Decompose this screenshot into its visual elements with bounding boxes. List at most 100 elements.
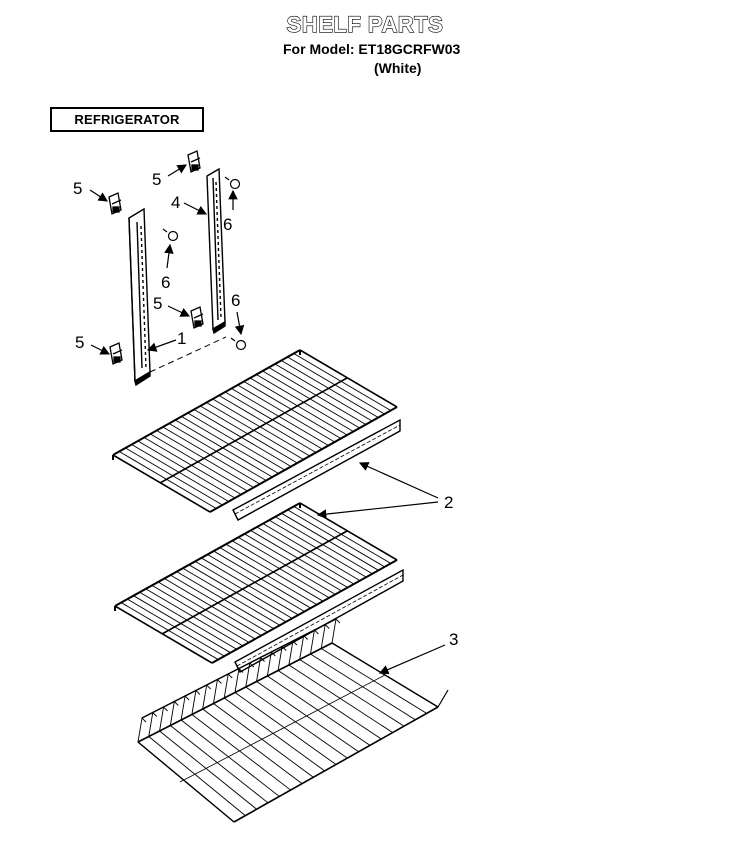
callout-number: 6 <box>231 291 240 310</box>
basket-wire <box>137 741 235 823</box>
shelf-support-rail-left <box>128 207 151 387</box>
section-label-text: REFRIGERATOR <box>74 112 180 127</box>
basket-wire <box>191 714 291 791</box>
wire-basket-shelf <box>137 618 449 823</box>
shelf-wire <box>127 598 225 657</box>
basket-wire <box>288 664 393 733</box>
wire-shelf-upper <box>112 349 401 521</box>
shelf-wire <box>168 423 267 481</box>
model-number: For Model: ET18GCRFW03 <box>283 41 461 57</box>
basket-wire <box>277 670 382 740</box>
shelf-wire <box>212 398 310 457</box>
basket-wire <box>213 703 314 778</box>
basket-wire <box>148 736 246 816</box>
shelf-wire <box>157 581 256 640</box>
shelf-wire <box>188 564 287 623</box>
shelf-wire <box>268 367 367 425</box>
shelf-wire <box>213 550 311 609</box>
shelf-wire <box>139 591 237 650</box>
shelf-wire <box>275 516 373 575</box>
shelf-wire <box>119 451 217 509</box>
basket-wire <box>320 648 427 714</box>
shelf-wire <box>150 433 248 492</box>
shelf-wire <box>181 416 279 474</box>
basket-wire <box>180 719 280 797</box>
shelf-wire <box>187 412 286 471</box>
callout-number: 3 <box>449 630 458 649</box>
basket-wire <box>267 675 371 746</box>
shelf-wire <box>201 557 299 616</box>
basket-wire <box>331 642 439 708</box>
screw <box>162 228 179 242</box>
rail-clip <box>108 192 122 215</box>
shelf-wire <box>207 554 305 612</box>
shelf-wire <box>293 506 392 564</box>
shelf-wire <box>231 540 330 599</box>
shelf-wire <box>194 560 293 619</box>
rail-clip <box>190 306 204 329</box>
shelf-wire <box>262 523 361 581</box>
basket-wire <box>170 725 269 804</box>
basket-upright <box>331 618 341 644</box>
shelf-wire <box>238 536 336 595</box>
shelf-wire <box>244 533 342 592</box>
shelf-wire <box>145 588 244 647</box>
shelf-wire <box>219 547 318 606</box>
shelf-wire <box>287 509 385 568</box>
screw <box>224 176 241 190</box>
shelf-wire <box>175 419 273 478</box>
basket-wire <box>223 697 325 772</box>
shelf-wire <box>256 374 354 432</box>
shelf-wire <box>137 440 236 499</box>
shelf-wire <box>200 405 298 464</box>
color-variant: (White) <box>374 60 422 76</box>
shelf-wire <box>249 377 348 436</box>
shelf-wire <box>162 426 261 485</box>
shelf-wire <box>243 381 342 439</box>
callout-number: 5 <box>152 170 161 189</box>
callout-number: 1 <box>177 329 186 348</box>
basket-wire <box>256 681 359 753</box>
shelf-wire <box>125 447 223 506</box>
page-title: SHELF PARTS <box>286 11 444 37</box>
basket-wire <box>202 708 303 785</box>
callout-number: 6 <box>223 215 232 234</box>
shelf-wire <box>231 388 329 446</box>
shelf-wire <box>206 402 304 460</box>
shelf-wire <box>120 602 219 660</box>
basket-wire <box>299 659 405 727</box>
alignment-line <box>149 336 227 373</box>
shelf-wire <box>151 585 250 643</box>
rail-clip <box>109 342 123 365</box>
shelf-wire <box>268 519 367 578</box>
shelf-wire <box>131 444 229 502</box>
shelf-wire <box>218 395 317 453</box>
shelf-wire <box>156 430 254 488</box>
shelf-wire <box>133 595 231 654</box>
basket-rim <box>141 618 337 719</box>
section-label: REFRIGERATOR <box>50 107 204 132</box>
callout-number: 5 <box>73 179 82 198</box>
shelf-support-rail-right <box>206 167 226 335</box>
shelf-wire <box>164 578 262 636</box>
callout-number: 4 <box>171 193 180 212</box>
basket-wire <box>159 730 257 810</box>
shelf-wire <box>274 363 373 422</box>
shelf-wire <box>256 526 355 585</box>
shelf-wire <box>193 409 292 467</box>
callout-number: 6 <box>161 273 170 292</box>
shelf-wire <box>293 353 391 411</box>
shelf-wire <box>143 437 242 495</box>
leader-lines <box>89 164 446 675</box>
shelf-wire <box>237 384 335 443</box>
basket-wire <box>234 692 337 765</box>
shelf-wire <box>262 370 360 429</box>
shelf-wire <box>176 571 274 630</box>
shelf-wire <box>281 360 379 418</box>
rail-clip <box>187 150 201 173</box>
callout-number: 2 <box>444 493 453 512</box>
basket-wire <box>310 653 416 721</box>
shelf-wire <box>224 391 323 450</box>
shelf-wire <box>182 567 281 626</box>
